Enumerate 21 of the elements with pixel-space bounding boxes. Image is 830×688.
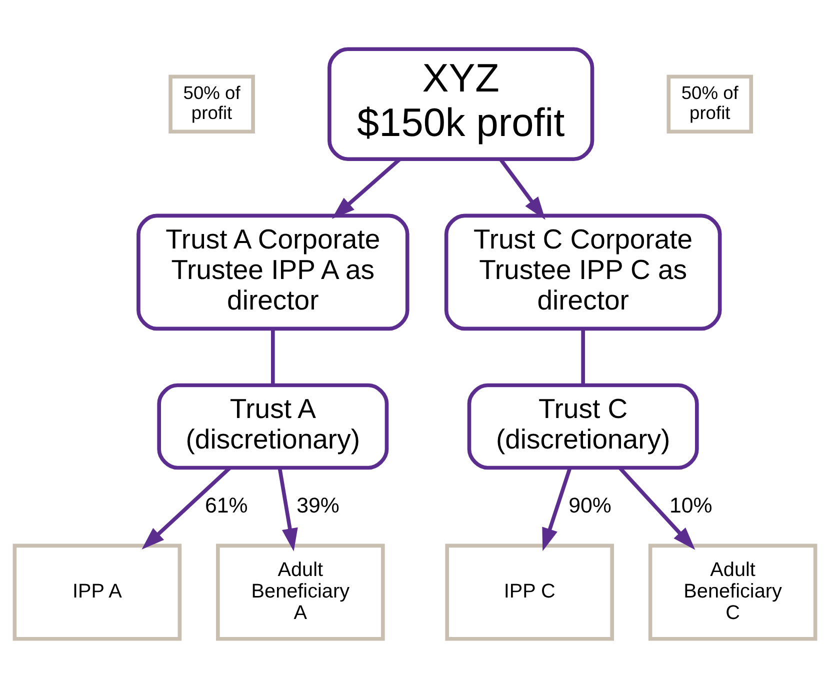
node-box: Adult Beneficiary A: [216, 544, 385, 641]
node-box: Trust C Corporate Trustee IPP C as director: [444, 214, 722, 331]
arrow: [542, 467, 572, 552]
edge-label: 61%: [204, 493, 248, 518]
node-box: Trust A (discretionary): [157, 383, 389, 470]
connector: [581, 328, 585, 385]
node-box: 50% of profit: [666, 74, 754, 134]
node-box: IPP C: [445, 544, 614, 641]
connector: [271, 328, 275, 385]
node-box: Trust A Corporate Trustee IPP A as director: [136, 214, 410, 331]
node-box: XYZ $150k profit: [328, 47, 594, 162]
node-box: Adult Beneficiary C: [648, 544, 818, 641]
edge-label: 90%: [568, 493, 612, 518]
node-box: IPP A: [12, 544, 182, 641]
arrow: [498, 158, 546, 220]
arrow: [278, 468, 298, 552]
arrow: [618, 466, 696, 550]
edge-label: 10%: [669, 493, 712, 518]
node-box: Trust C (discretionary): [467, 383, 699, 470]
node-box: 50% of profit: [168, 74, 255, 134]
edge-label: 39%: [296, 493, 340, 518]
